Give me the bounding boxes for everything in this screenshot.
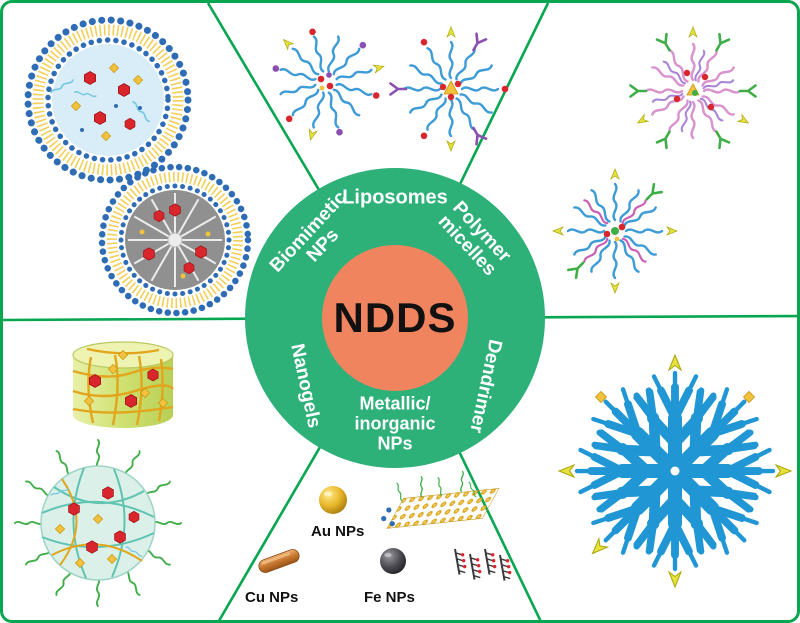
ring-label-liposomes: Liposomes bbox=[342, 186, 448, 209]
drug-loaded-micelle-icon bbox=[552, 168, 678, 294]
iron-nanoparticle-icon bbox=[380, 548, 406, 574]
nanogels-illustration bbox=[13, 341, 183, 608]
au-nps-label: Au NPs bbox=[311, 523, 365, 540]
drug-loaded-micelle-icon bbox=[389, 26, 509, 152]
liposomes-illustration bbox=[24, 16, 252, 317]
ring-label-metallic-inorganic-nps: Metallic/ inorganic NPs bbox=[354, 393, 436, 453]
fe-nps-label: Fe NPs bbox=[364, 589, 415, 606]
ring-label-dendrimer: Dendrimer bbox=[465, 337, 506, 435]
metallic-nps-illustration bbox=[258, 470, 514, 582]
ndds-title: NDDS bbox=[333, 294, 457, 341]
ndds-ring: Liposomes Polymer micelles Biomimetic NP… bbox=[245, 168, 545, 468]
polymer-micelle-icon bbox=[272, 28, 386, 142]
polymer-brush-icon bbox=[454, 546, 514, 582]
targeted-micelles-illustration bbox=[552, 26, 757, 294]
nanogel-cylinder-icon bbox=[72, 341, 174, 428]
ndds-center: NDDS bbox=[322, 245, 468, 391]
liposome-icon bbox=[24, 16, 192, 184]
polymer-micelles-illustration bbox=[272, 26, 509, 152]
cu-nps-label: Cu NPs bbox=[245, 589, 299, 606]
copper-nanorod-icon bbox=[258, 549, 300, 573]
gold-nanoparticle-icon bbox=[319, 486, 347, 514]
nanogel-sphere-icon bbox=[13, 438, 183, 608]
antibody-targeted-micelle-icon bbox=[629, 26, 757, 150]
core-shell-liposome-icon bbox=[98, 163, 252, 317]
ring-label-nanogels: Nanogels bbox=[286, 341, 325, 430]
dendrimer-illustration bbox=[558, 354, 792, 588]
graphene-sheet-icon bbox=[381, 470, 500, 529]
dendrimer-snowflake-icon bbox=[558, 354, 792, 588]
